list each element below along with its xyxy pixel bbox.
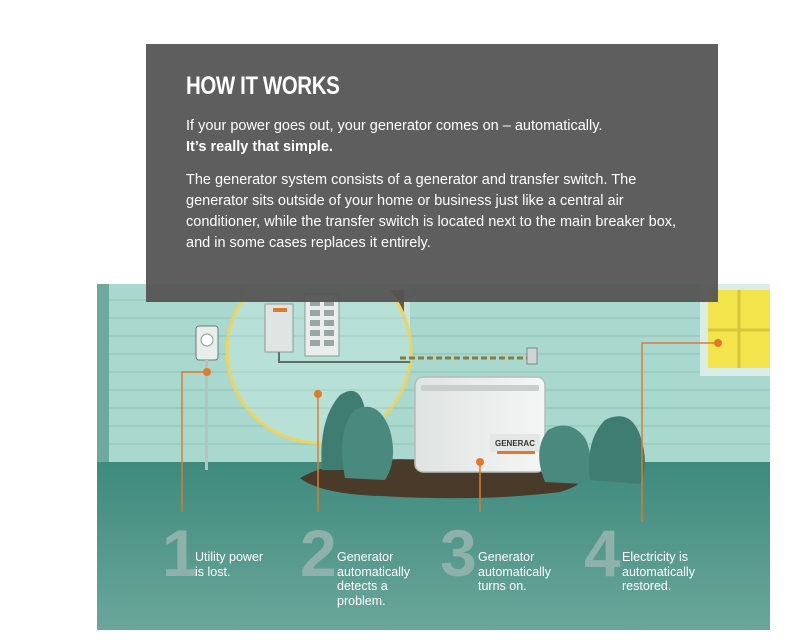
step-number: 2: [300, 516, 337, 590]
generator: [414, 376, 546, 473]
shrubs: [321, 390, 645, 484]
panel-title: HOW IT WORKS: [186, 72, 340, 100]
step-caption: Utility power is lost.: [195, 550, 264, 579]
body-paragraph: The generator system consists of a gener…: [186, 172, 677, 251]
step-caption: Generator automatically detects a proble…: [337, 550, 410, 608]
intro-bold-text: It’s really that simple.: [186, 139, 333, 155]
generator-brand: GENERAC: [495, 439, 535, 448]
step-number: 4: [584, 516, 621, 590]
leader-lines: [181, 342, 718, 522]
step-number: 3: [440, 516, 477, 590]
step-caption: Electricity is automatically restored.: [622, 550, 695, 593]
house-corner: [97, 284, 109, 474]
disconnect-box: [526, 347, 538, 365]
step-number: 1: [162, 516, 199, 590]
intro-paragraph: If your power goes out, your generator c…: [186, 116, 686, 158]
intro-text: If your power goes out, your generator c…: [186, 118, 603, 134]
how-it-works-panel: HOW IT WORKS If your power goes out, you…: [146, 44, 718, 302]
step-caption: Generator automatically turns on.: [478, 550, 551, 593]
